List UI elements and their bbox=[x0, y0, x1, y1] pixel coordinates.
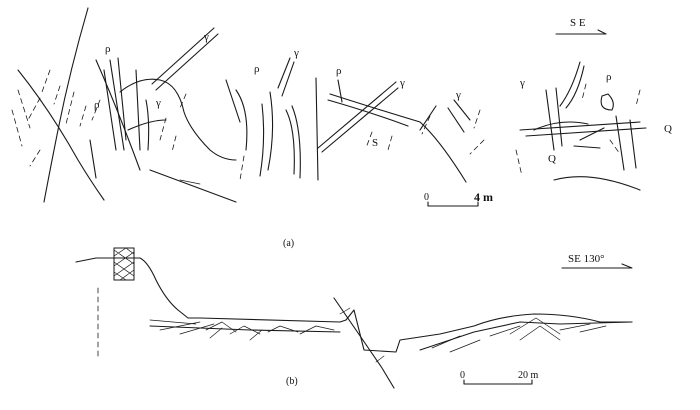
label-gamma-3: γ bbox=[293, 47, 299, 59]
label-gamma-4: γ bbox=[399, 77, 405, 89]
panel-b-direction: SE 130° bbox=[561, 253, 633, 269]
label-rho-5: ρ bbox=[606, 71, 612, 83]
direction-arrow-a-icon bbox=[555, 29, 607, 35]
label-s: S bbox=[372, 137, 378, 149]
label-gamma-6: γ bbox=[519, 77, 525, 89]
scale-b-end: 20 m bbox=[518, 370, 539, 381]
label-q-1: Q bbox=[664, 123, 672, 135]
label-rho-2: ρ bbox=[94, 99, 100, 111]
label-gamma-5: γ bbox=[455, 89, 461, 101]
label-rho-3: ρ bbox=[254, 63, 260, 75]
caption-b: (b) bbox=[286, 376, 298, 387]
label-rho-1: ρ bbox=[105, 43, 111, 55]
direction-label-b: SE 130° bbox=[568, 253, 605, 265]
label-gamma-2: γ bbox=[155, 97, 161, 109]
label-gamma-1: γ bbox=[203, 31, 209, 43]
panel-b-profile bbox=[75, 247, 633, 389]
caption-a: (a) bbox=[283, 238, 294, 249]
scale-a-zero: 0 bbox=[424, 192, 429, 203]
scale-bar-b bbox=[463, 379, 533, 385]
panel-b-scale: 0 20 m bbox=[460, 370, 539, 385]
label-q-2: Q bbox=[548, 153, 556, 165]
scale-bar-a bbox=[427, 201, 479, 207]
direction-arrow-b-icon bbox=[561, 263, 633, 269]
panel-a-drawing bbox=[11, 7, 647, 203]
panel-a-direction: S E bbox=[555, 17, 607, 35]
panel-a-scale: 0 4 m bbox=[424, 190, 493, 207]
scale-a-end: 4 m bbox=[474, 190, 493, 204]
direction-label-a: S E bbox=[570, 17, 586, 29]
label-rho-4: ρ bbox=[336, 65, 342, 77]
scale-b-zero: 0 bbox=[460, 370, 465, 381]
panel-a-labels: ρ ρ γ γ ρ γ ρ γ S γ γ ρ Q Q bbox=[94, 31, 672, 165]
